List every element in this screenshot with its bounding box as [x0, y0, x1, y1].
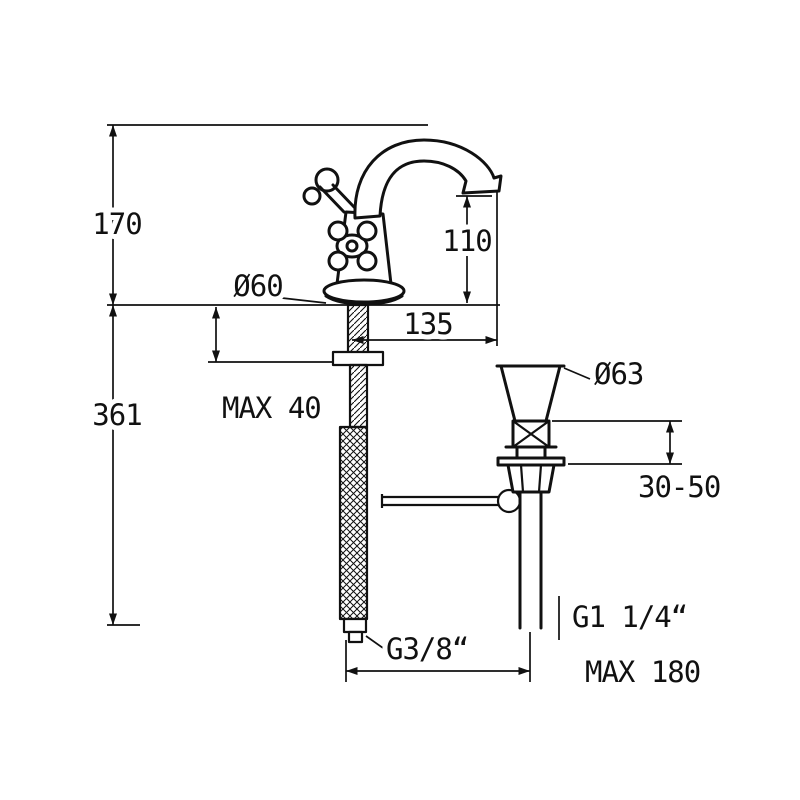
drain-assembly	[495, 364, 566, 630]
dim-label-g38: G3/8“	[386, 632, 468, 666]
d60-leader-line	[281, 297, 327, 304]
dim-label-170: 170	[92, 207, 141, 241]
dim-label-361: 361	[92, 398, 141, 432]
hose-fitting	[342, 617, 368, 634]
drain-funnel	[499, 364, 562, 423]
dim-label-110: 110	[442, 224, 491, 258]
dim-label-g114: G1 1/4“	[572, 600, 687, 634]
cross-handle-center	[345, 239, 359, 253]
drain-nut-facets	[519, 464, 543, 493]
threaded-shank	[346, 303, 370, 355]
dim-label-135: 135	[403, 307, 452, 341]
side-handle-knob2-icon	[302, 186, 322, 206]
dim-label-max180: MAX 180	[585, 655, 700, 689]
drain-tailpipe	[518, 490, 543, 630]
mounting-nut	[331, 350, 385, 367]
cross-handle-knob-nw	[327, 220, 349, 242]
side-handle-stem	[318, 183, 357, 214]
cross-handle-knob-sw	[327, 250, 349, 272]
g38-leader-line	[365, 635, 384, 649]
faucet-base	[322, 278, 406, 304]
drain-neck	[515, 445, 547, 460]
dimension-labels: 170 361 110 Ø60 135 MAX 40 Ø63 30-50 G1 …	[87, 202, 726, 694]
popup-rod	[380, 494, 505, 508]
dim-label-d63: Ø63	[594, 357, 643, 391]
extension-lines	[107, 124, 682, 682]
d63-leader-line	[563, 367, 591, 380]
supply-hose	[338, 425, 369, 621]
cross-handle-knob-se	[356, 250, 378, 272]
faucet-assembly	[302, 138, 503, 306]
drain-body-cross	[512, 420, 550, 448]
drain-nut	[506, 463, 556, 494]
threaded-rod	[348, 363, 369, 429]
under-deck-assembly	[331, 303, 522, 644]
dimension-lines	[109, 125, 674, 675]
hose-fitting-tip	[347, 630, 364, 644]
faucet-spout	[353, 138, 503, 220]
dim-label-30-50: 30-50	[638, 470, 720, 504]
dim-label-max40: MAX 40	[222, 391, 321, 425]
dim-label-d60: Ø60	[233, 269, 282, 303]
cross-handle-knob-ne	[356, 220, 378, 242]
